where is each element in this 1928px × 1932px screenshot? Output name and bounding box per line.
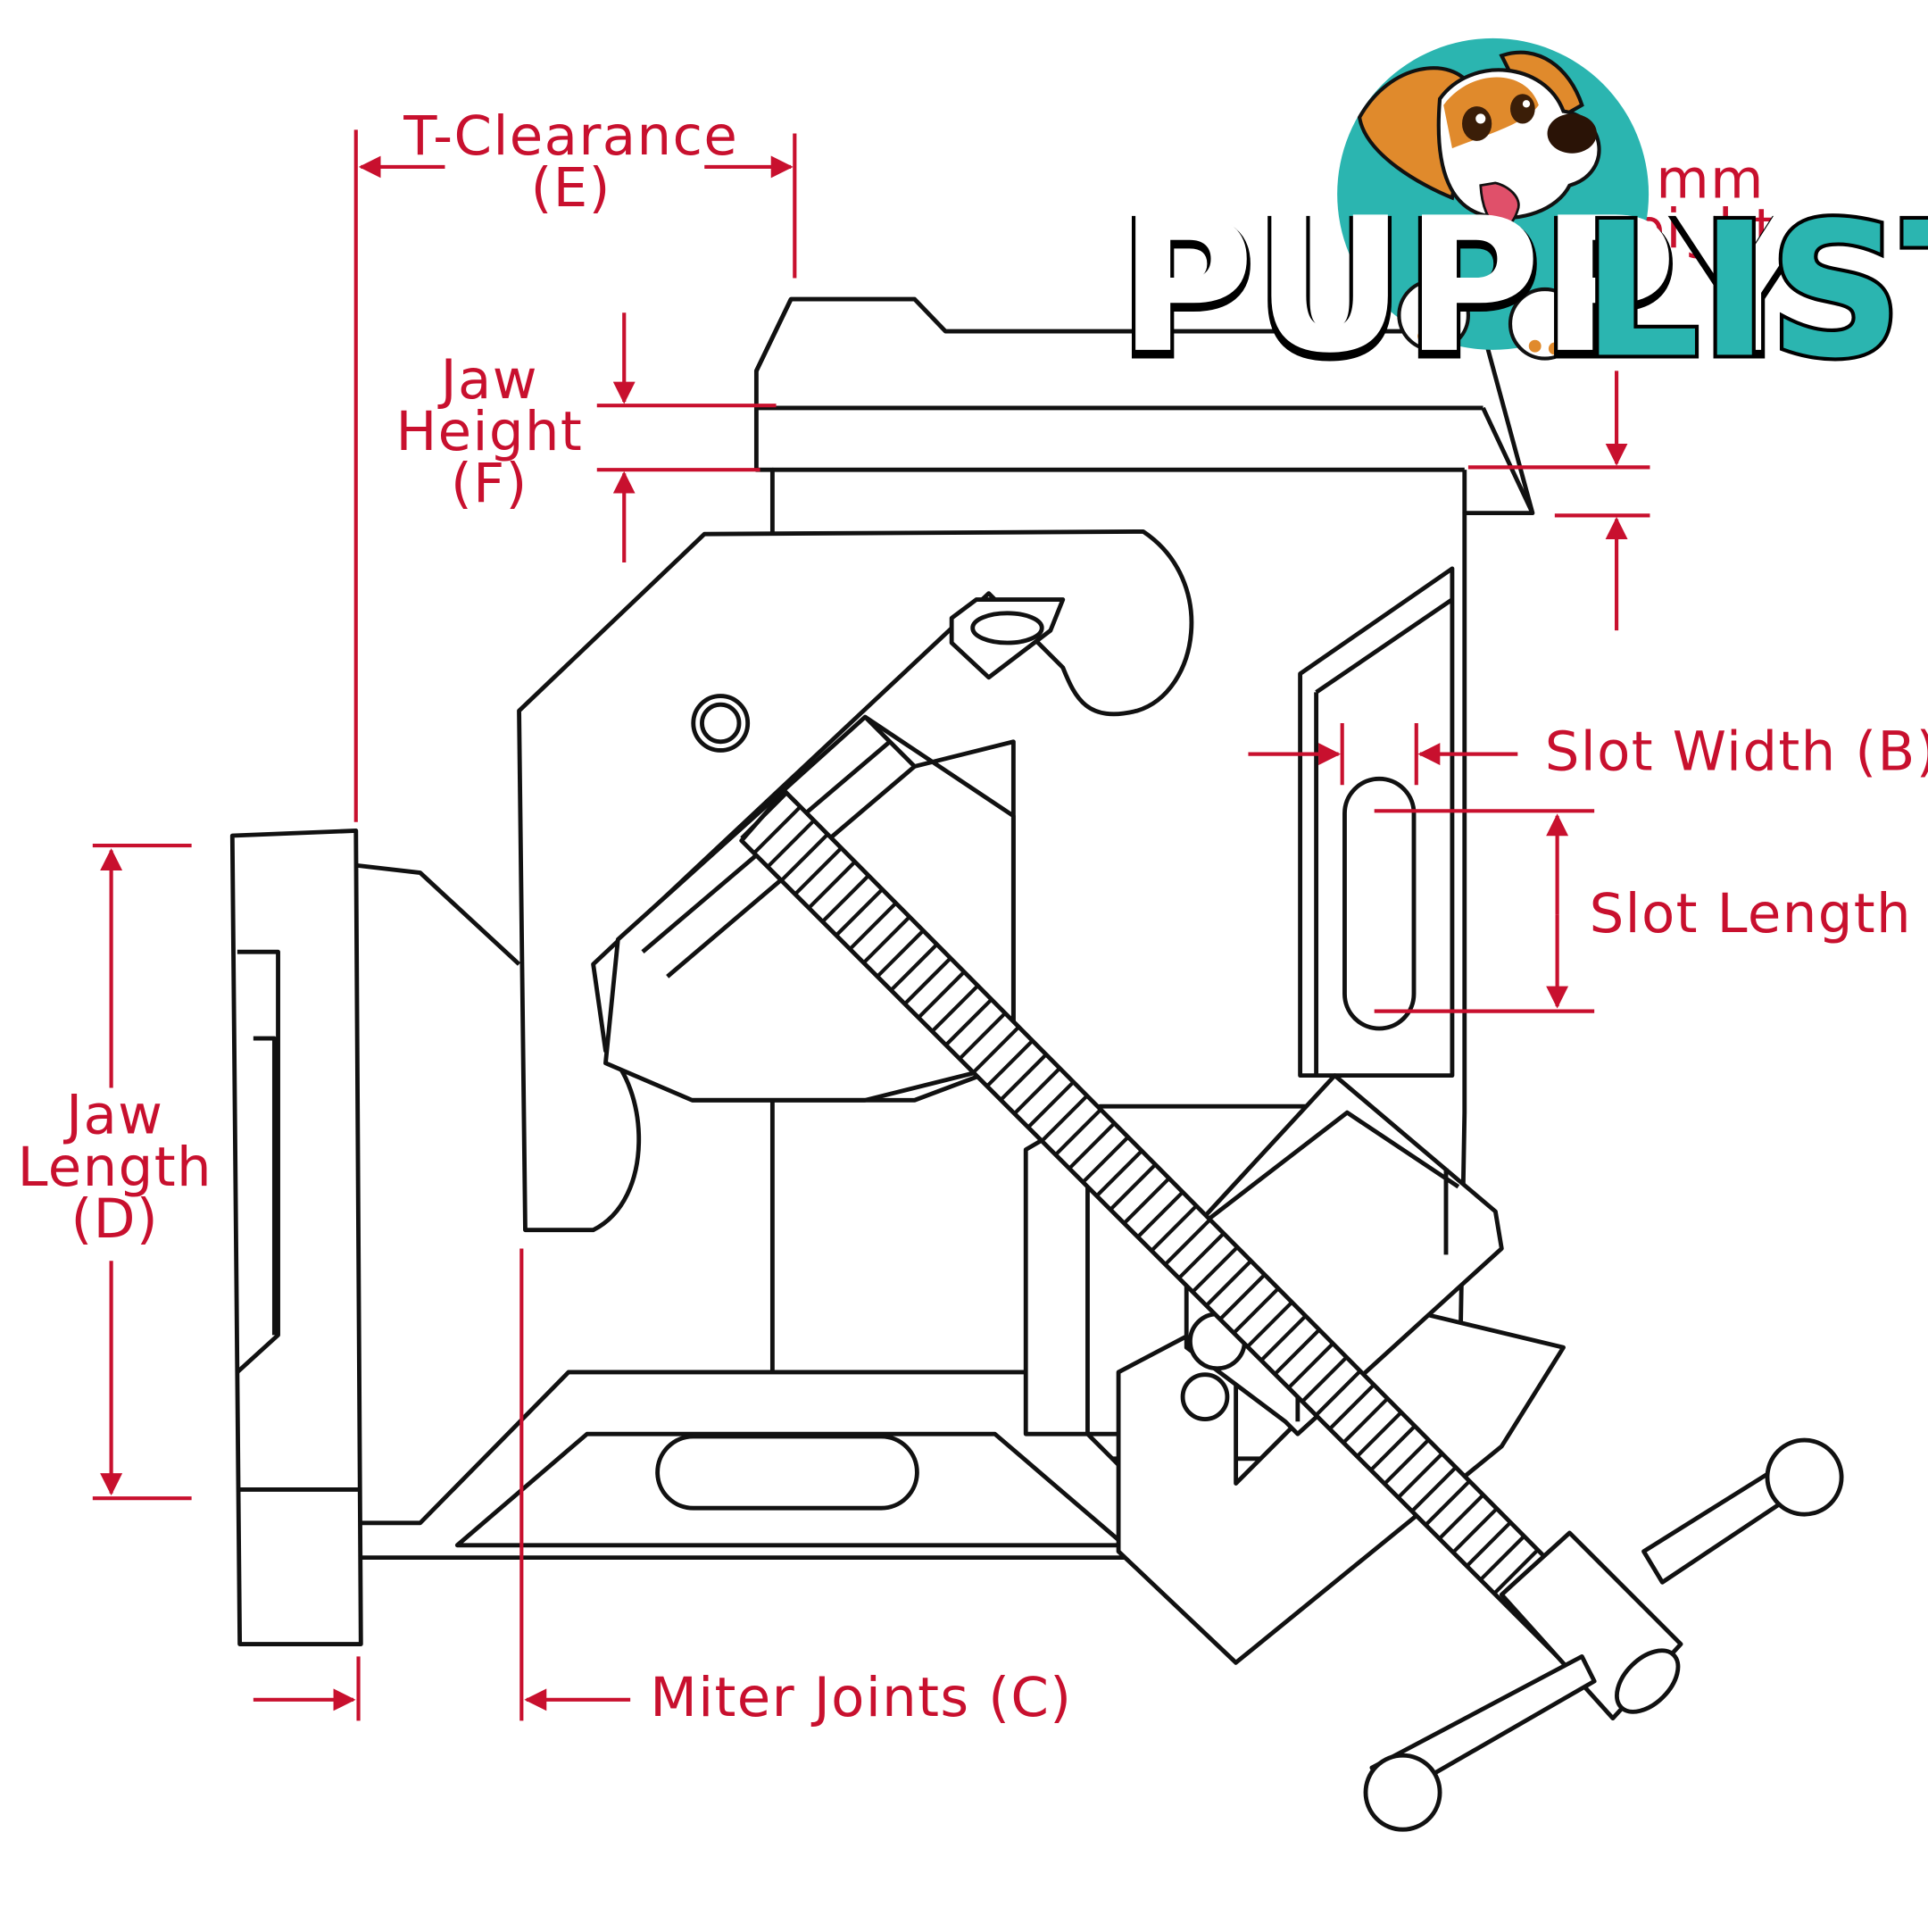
rod-thread: [863, 915, 910, 963]
rod-thread: [1218, 1273, 1267, 1320]
rod-thread: [740, 792, 788, 840]
rod-thread: [1054, 1108, 1102, 1156]
rod-thread: [890, 943, 938, 991]
rod-thread: [931, 984, 979, 1032]
dimension-lines: [92, 129, 1650, 1721]
slot-width-label: Slot Width (B): [1545, 720, 1928, 784]
rod-thread: [1109, 1163, 1157, 1211]
rod-thread: [849, 902, 897, 950]
rod-thread: [1410, 1465, 1458, 1513]
jaw-height-label-2: Height: [395, 400, 583, 463]
rod-thread: [1478, 1534, 1526, 1582]
right-upright-face: [1298, 566, 1455, 1078]
rod-thread: [767, 820, 815, 868]
logo-word-puppy: PUPPY: [1118, 182, 1813, 398]
partial-mm-label: mm: [1656, 148, 1764, 212]
dimension-labels: T-Clearance (E) Jaw Height (F) Jaw Lengt…: [18, 104, 1928, 1729]
jaw-height-code: (F): [451, 452, 528, 515]
rod-thread: [1342, 1396, 1390, 1445]
rod-thread: [1273, 1328, 1321, 1376]
rod-thread: [918, 970, 966, 1019]
rod-thread: [904, 957, 952, 1004]
rod-thread: [1328, 1383, 1375, 1431]
rod-thread: [1191, 1245, 1239, 1294]
rod-thread: [877, 929, 925, 978]
rod-thread: [781, 833, 829, 881]
rod-thread: [1205, 1259, 1253, 1307]
rod-thread: [1259, 1314, 1308, 1362]
handle-knob-upper: [1765, 1437, 1844, 1517]
rod-thread: [1465, 1520, 1513, 1569]
t-clearance-label: T-Clearance: [403, 104, 738, 168]
jaw-height-label-1: Jaw: [437, 348, 538, 412]
logo-word-puppy-fill: PUPPY: [1118, 178, 1813, 394]
rod-thread: [1383, 1437, 1431, 1486]
puppylist-logo: PUPPY PUPPY LIST: [1115, 37, 1928, 403]
rod-thread: [1068, 1121, 1116, 1170]
handle-knob-lower: [1363, 1753, 1442, 1832]
rod-thread: [835, 888, 884, 936]
rod-thread: [959, 1012, 1007, 1060]
rod-thread: [822, 874, 870, 922]
rod-thread: [1246, 1300, 1294, 1348]
miter-joints-label: Miter Joints (C): [650, 1666, 1072, 1729]
slot-b: [1342, 776, 1417, 1031]
jaw-length-code: (D): [71, 1187, 159, 1251]
base-slot: [655, 1434, 919, 1511]
slot-length-label: Slot Length (A): [1590, 882, 1928, 945]
logo-word-list: LIST: [1582, 182, 1928, 398]
rod-thread: [945, 998, 993, 1046]
t-clearance-code: (E): [531, 156, 611, 220]
rod-thread: [1123, 1177, 1171, 1225]
rod-thread: [1396, 1452, 1444, 1500]
rod-thread: [1000, 1053, 1048, 1101]
jaw-length-label-1: Jaw: [62, 1084, 163, 1147]
main-frame: [517, 529, 1194, 1233]
rod-thread: [1027, 1080, 1075, 1128]
rod-thread: [1013, 1067, 1061, 1115]
rod-thread: [1369, 1424, 1417, 1472]
rod-thread: [1150, 1204, 1198, 1253]
rod-thread: [808, 861, 856, 909]
corner-clamp-drawing: [229, 296, 1844, 1832]
rod-thread: [1314, 1369, 1362, 1417]
rod-thread: [972, 1026, 1020, 1073]
rod-thread: [986, 1039, 1034, 1087]
rod-thread: [1424, 1479, 1472, 1527]
rod-thread: [1451, 1506, 1499, 1554]
threaded-rod: [739, 788, 1609, 1665]
rod-thread: [1301, 1355, 1349, 1403]
rod-thread: [1095, 1149, 1143, 1197]
rod-thread: [1082, 1136, 1130, 1184]
rod-thread: [753, 805, 802, 854]
rod-thread: [794, 847, 843, 895]
pivot-screw: [970, 611, 1044, 645]
rod-thread: [1164, 1218, 1212, 1266]
dog-icon: [1357, 50, 1601, 361]
t-handle: [1363, 1437, 1844, 1832]
left-jaw-plate: [229, 829, 363, 1646]
partial-height-label: eight: [1632, 197, 1776, 261]
rod-thread: [1177, 1232, 1226, 1279]
rod-thread: [1041, 1095, 1089, 1142]
rod-thread: [1437, 1493, 1485, 1541]
jaw-length-label-2: Length: [18, 1136, 212, 1199]
rod-thread: [1492, 1548, 1540, 1595]
rod-thread: [1136, 1190, 1184, 1238]
rod-thread: [1287, 1342, 1335, 1389]
rod-thread: [1232, 1287, 1280, 1335]
rod-thread: [1355, 1411, 1403, 1458]
